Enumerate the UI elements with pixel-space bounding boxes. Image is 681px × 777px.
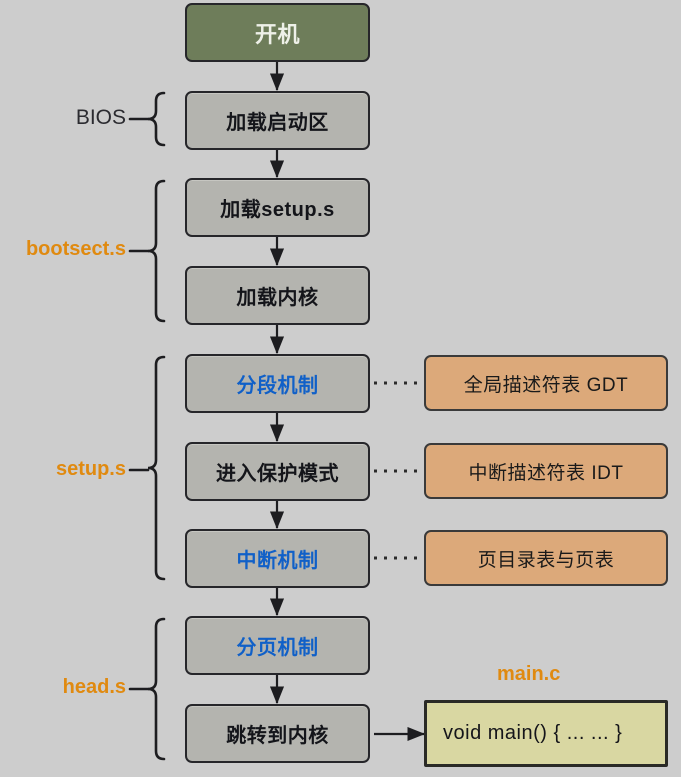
flow-node-interrupt[interactable]: 中断机制 [185, 529, 370, 588]
flow-node-jump-kernel[interactable]: 跳转到内核 [185, 704, 370, 763]
brace-bios [147, 91, 166, 147]
flow-node-paging[interactable]: 分页机制 [185, 616, 370, 675]
flow-node-load-kernel[interactable]: 加载内核 [185, 266, 370, 325]
group-label-setup: setup.s [55, 458, 126, 480]
group-label-head: head.s [62, 676, 126, 698]
flow-node-protected-mode[interactable]: 进入保护模式 [185, 442, 370, 501]
main-c-code-box[interactable]: void main() { ... ... } [424, 700, 668, 767]
flow-node-segmentation[interactable]: 分段机制 [185, 354, 370, 413]
side-note-gdt[interactable]: 全局描述符表 GDT [424, 355, 668, 411]
flow-node-load-setup[interactable]: 加载setup.s [185, 178, 370, 237]
main-c-caption: main.c [497, 663, 561, 685]
brace-setup [147, 355, 166, 581]
side-note-page-table[interactable]: 页目录表与页表 [424, 530, 668, 586]
flow-node-load-mbr[interactable]: 加载启动区 [185, 91, 370, 150]
brace-head [147, 617, 166, 761]
brace-bootsect [147, 179, 166, 323]
flow-node-boot[interactable]: 开机 [185, 3, 370, 62]
group-label-bootsect: bootsect.s [25, 238, 126, 260]
side-note-idt[interactable]: 中断描述符表 IDT [424, 443, 668, 499]
group-label-bios: BIOS [75, 106, 126, 129]
